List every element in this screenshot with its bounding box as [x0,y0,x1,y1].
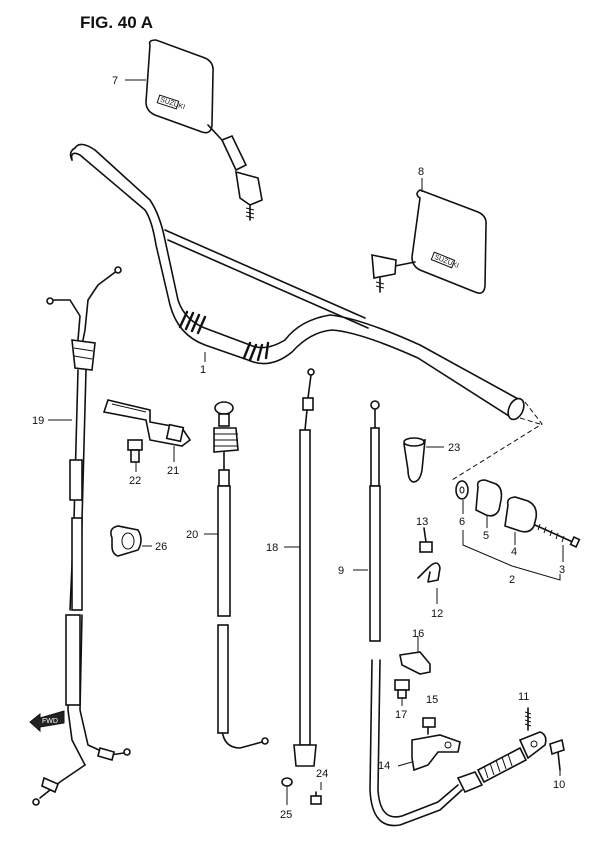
callout-1: 1 [200,364,206,376]
callout-4: 4 [511,546,517,558]
callout-8: 8 [418,166,424,178]
balancer-assembly [455,479,581,548]
bracket-14 [411,734,461,772]
bracket-16 [399,651,431,675]
bolt-22 [127,439,143,463]
callout-3: 3 [559,564,565,576]
callout-19: 19 [32,415,44,427]
bracket-21 [102,399,192,447]
clip-12 [417,562,441,583]
callout-20: 20 [186,529,198,541]
callout-6: 6 [459,516,465,528]
bolt-15 [422,717,436,735]
callout-2: 2 [509,574,515,586]
cable-9 [369,400,547,827]
callout-15: 15 [426,694,438,706]
callout-25: 25 [280,809,292,821]
bolt-13 [419,527,433,553]
figure-title: FIG. 40 A [80,13,153,32]
fwd-label: FWD [42,718,58,725]
callout-18: 18 [266,542,278,554]
nut-25 [281,777,293,787]
grip-23 [403,437,426,483]
callout-11: 11 [518,691,529,703]
cable-18 [293,368,317,767]
screw-11 [524,707,532,731]
callout-17: 17 [395,709,407,721]
callout-10: 10 [553,779,565,791]
callout-26: 26 [155,541,167,553]
callout-16: 16 [412,628,424,640]
callout-22: 22 [129,475,141,487]
callout-12: 12 [431,608,443,620]
mirror-right: SUZUKI [371,189,487,294]
handlebar [69,143,525,421]
callout-5: 5 [483,530,489,542]
clamp-26 [110,525,142,557]
callout-9: 9 [338,565,344,577]
bolt-17 [394,679,410,699]
callout-13: 13 [416,516,428,528]
bolt-24 [310,791,322,805]
callout-23: 23 [448,442,460,454]
mirror-left: SUZUKI [145,39,263,221]
callout-21: 21 [167,465,179,477]
callout-14: 14 [378,760,390,772]
callout-7: 7 [112,75,118,87]
callout-24: 24 [316,768,328,780]
throttle-cable-19 [32,266,131,806]
forward-arrow-icon: FWD [29,710,65,733]
bolt-10 [549,738,565,771]
cable-20 [213,401,269,749]
